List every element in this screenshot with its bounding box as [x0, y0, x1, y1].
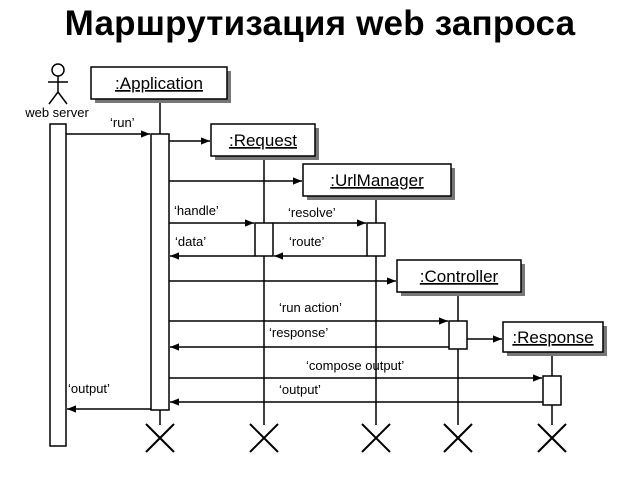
- data-message-label: ‘data’: [175, 234, 206, 249]
- controller-object: :Controller: [396, 259, 525, 296]
- handle-message-label: ‘handle’: [174, 203, 219, 218]
- output-outer-message-label: ‘output’: [68, 381, 110, 396]
- response-message-label: ‘response’: [269, 325, 328, 340]
- run-message-label: ‘run’: [110, 115, 135, 130]
- request-label: :Request: [229, 131, 297, 150]
- response-activation: [542, 375, 562, 406]
- controller-label: :Controller: [420, 267, 499, 286]
- response-destroy-mark: [537, 423, 567, 453]
- response-label: :Response: [512, 328, 593, 347]
- response-object: :Response: [502, 321, 607, 356]
- run-action-message-label: ‘run action’: [279, 300, 342, 315]
- request-destroy-mark: [249, 423, 279, 453]
- request-object: :Request: [210, 123, 319, 160]
- urlmanager-destroy-mark: [361, 423, 391, 453]
- application-destroy-mark: [145, 423, 175, 453]
- application-object: :Application: [90, 66, 231, 103]
- route-message-label: ‘route’: [289, 234, 325, 249]
- diagram-title: Маршрутизация web запроса: [64, 4, 576, 43]
- application-label: :Application: [115, 74, 203, 93]
- web-server-actor-icon: [48, 63, 68, 105]
- urlmanager-object: :UrlManager: [302, 163, 455, 200]
- output-inner-message-label: ‘output’: [279, 382, 321, 397]
- urlmanager-label: :UrlManager: [330, 171, 424, 190]
- web-server-activation: [49, 123, 67, 447]
- application-activation: [150, 133, 170, 411]
- request-activation: [254, 222, 274, 257]
- web-server-label: web server: [24, 105, 89, 120]
- controller-activation: [448, 320, 468, 350]
- compose-output-message-label: ‘compose output’: [306, 358, 404, 373]
- urlmanager-activation: [366, 222, 386, 257]
- controller-destroy-mark: [443, 423, 473, 453]
- resolve-message-label: ‘resolve’: [288, 205, 336, 220]
